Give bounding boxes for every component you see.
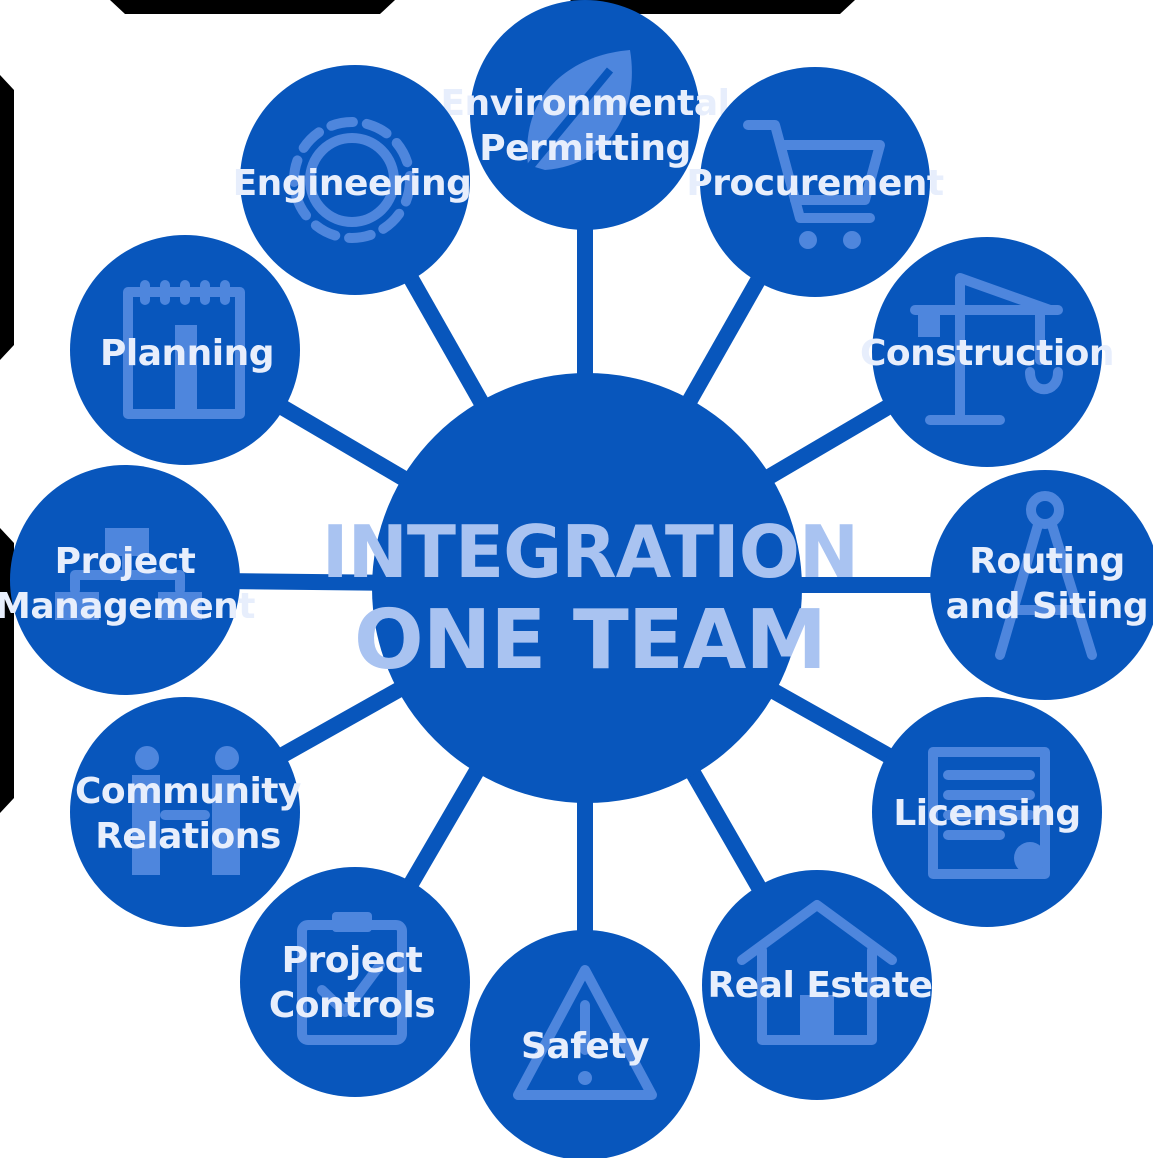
node-label-line: Permitting <box>479 128 691 169</box>
node-label-line: Management <box>0 586 255 627</box>
node-project-management: Project Management <box>0 465 256 695</box>
house-icon <box>737 900 897 1045</box>
node-label-line: Licensing <box>893 793 1080 834</box>
corner-shape <box>0 75 14 360</box>
org-chart-icon <box>55 528 202 620</box>
node-community-relations: Community Relations <box>70 697 302 927</box>
corner-shape <box>110 0 395 14</box>
node-label-line: Construction <box>860 333 1114 374</box>
warning-icon <box>513 965 657 1100</box>
node-label-line: Engineering <box>233 163 472 204</box>
node-label-line: and Siting <box>946 586 1148 627</box>
node-project-controls: Project Controls <box>240 867 470 1097</box>
node-label-line: Real Estate <box>708 965 933 1006</box>
calendar-icon <box>123 280 245 419</box>
node-planning: Planning <box>70 235 300 465</box>
node-circle <box>240 65 470 295</box>
node-construction: Construction <box>860 237 1115 467</box>
corner-shape <box>570 0 855 14</box>
corner-shape <box>0 528 14 813</box>
node-circle <box>872 237 1102 467</box>
node-licensing: Licensing <box>872 697 1102 927</box>
node-label-line: Routing <box>969 541 1125 582</box>
node-label-line: Planning <box>100 333 274 374</box>
node-label-line: Project <box>282 940 423 981</box>
shopping-cart-icon <box>743 120 885 249</box>
node-routing-and-siting: Routing and Siting <box>930 470 1153 700</box>
node-procurement: Procurement <box>686 67 944 297</box>
node-label-line: Project <box>55 541 196 582</box>
node-label-line: Procurement <box>686 163 944 204</box>
center-title-line1: INTEGRATION <box>322 510 858 594</box>
node-environmental-permitting: Environmental Permitting <box>440 0 730 230</box>
node-circle <box>240 867 470 1097</box>
center-circle <box>372 373 802 803</box>
corner-decorations <box>0 0 855 813</box>
certificate-icon <box>928 747 1050 879</box>
node-label-line: Relations <box>95 816 281 857</box>
center-hub: INTEGRATION ONE TEAM <box>322 373 859 803</box>
gear-icon <box>289 117 415 243</box>
crane-icon <box>910 273 1063 425</box>
people-icon <box>132 746 240 875</box>
center-title-line2: ONE TEAM <box>354 593 826 688</box>
clipboard-icon <box>297 912 407 1045</box>
node-label-line: Safety <box>521 1026 649 1067</box>
node-real-estate: Real Estate <box>702 870 933 1100</box>
node-circle <box>930 470 1153 700</box>
node-label-line: Controls <box>269 985 435 1026</box>
leaf-icon <box>511 50 632 188</box>
node-label-line: Community <box>75 771 301 812</box>
node-engineering: Engineering <box>233 65 472 295</box>
node-safety: Safety <box>470 930 700 1158</box>
node-label-line: Environmental <box>440 83 729 124</box>
compass-icon <box>995 491 1097 660</box>
